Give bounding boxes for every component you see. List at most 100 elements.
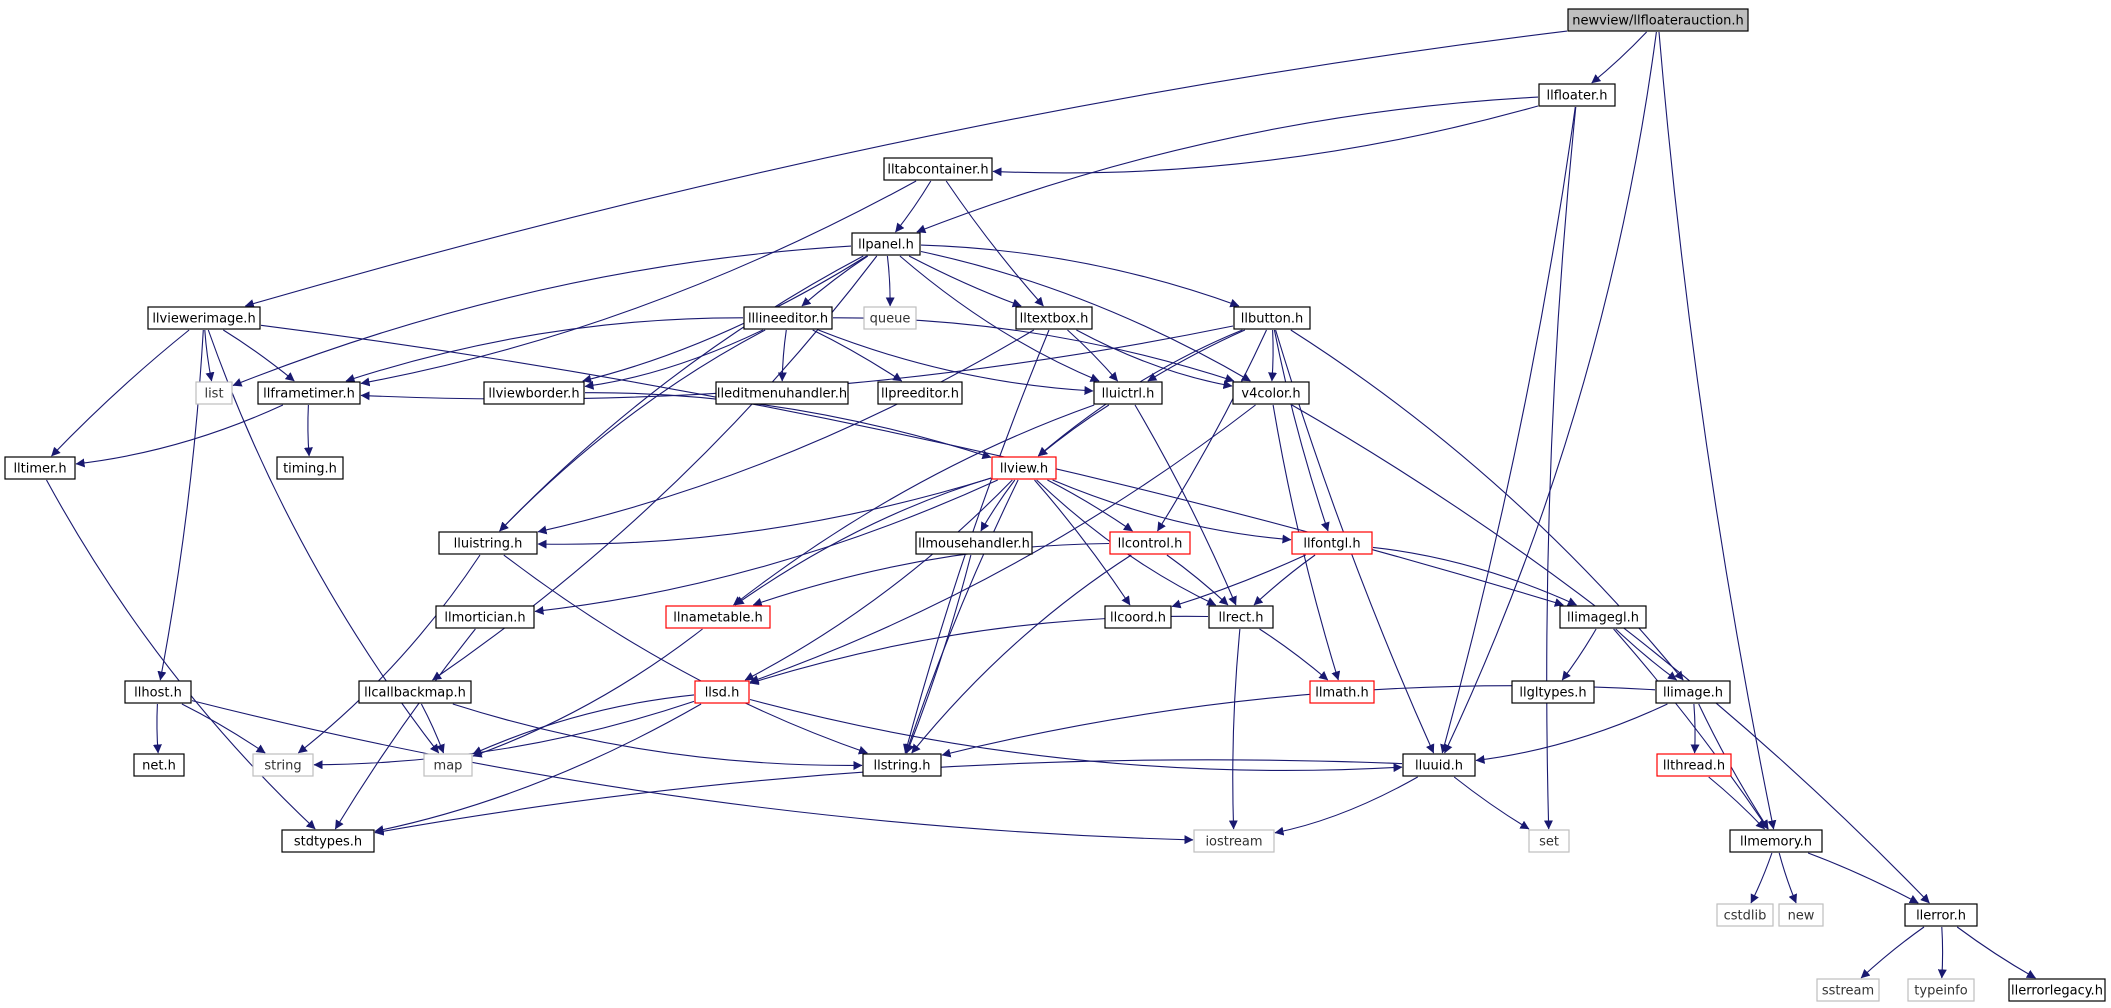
node-lluuid[interactable]: lluuid.h [1402,753,1476,777]
edge-llframetimer-to-timing [303,404,313,457]
node-llpanel[interactable]: llpanel.h [851,232,921,256]
node-llsd[interactable]: llsd.h [694,680,750,704]
edge-lllineeditor-to-llviewborder [584,329,764,390]
node-llhost[interactable]: llhost.h [124,680,192,704]
node-label: map [434,759,463,774]
node-set[interactable]: set [1528,829,1570,853]
node-llstring[interactable]: llstring.h [862,753,942,777]
node-llerrorlegacy[interactable]: llerrorlegacy.h [2008,978,2106,1002]
node-llmath[interactable]: llmath.h [1309,680,1375,704]
node-box [1567,8,1749,32]
node-llmortician[interactable]: llmortician.h [435,605,535,629]
node-box [281,829,375,853]
node-lluistring[interactable]: lluistring.h [438,531,538,555]
edge-v4color-to-llsd [749,404,1256,684]
node-llframetimer[interactable]: llframetimer.h [257,381,361,405]
node-label: v4color.h [1241,387,1300,402]
node-root[interactable]: newview/llfloaterauction.h [1567,8,1749,32]
node-label: queue [870,312,911,327]
node-llpreeditor[interactable]: llpreeditor.h [877,381,963,405]
node-llmousehandler[interactable]: llmousehandler.h [915,531,1033,555]
node-list[interactable]: list [195,381,233,405]
node-box [124,680,192,704]
node-llviewerimage[interactable]: llviewerimage.h [147,306,261,330]
node-llrect[interactable]: llrect.h [1208,605,1274,629]
node-llimage[interactable]: llimage.h [1655,680,1731,704]
node-llcontrol[interactable]: llcontrol.h [1109,531,1191,555]
edge-llmemory-to-new [1778,852,1797,904]
node-box [1232,381,1310,405]
edge-llview-to-llcoord [1034,479,1131,606]
node-label: string [264,759,301,774]
node-lluictrl[interactable]: lluictrl.h [1093,381,1163,405]
node-llview[interactable]: llview.h [991,456,1057,480]
edge-llview-to-llsd [744,479,1013,681]
node-box [483,381,585,405]
node-label: lltextbox.h [1020,312,1089,327]
edge-llfloater-to-set [1543,106,1577,830]
node-llfontgl[interactable]: llfontgl.h [1291,531,1373,555]
node-box [851,232,921,256]
edge-llviewerimage-to-list [204,329,215,382]
node-lltextbox[interactable]: lltextbox.h [1015,306,1093,330]
node-cstdlib[interactable]: cstdlib [1716,903,1774,927]
node-llfloater[interactable]: llfloater.h [1538,83,1616,107]
node-label: llviewborder.h [488,387,579,402]
edge-llfloater-to-lltabcontainer [992,105,1539,177]
node-box [1015,306,1093,330]
edge-llpanel-to-llbutton [920,244,1240,308]
node-v4color[interactable]: v4color.h [1232,381,1310,405]
node-box [1402,753,1476,777]
node-map[interactable]: map [423,753,473,777]
node-label: llmortician.h [444,611,525,626]
node-box [863,306,917,330]
node-box [1193,829,1275,853]
node-lltabcontainer[interactable]: lltabcontainer.h [883,157,993,181]
edge-lluictrl-to-llview [1038,404,1110,457]
node-box [147,306,261,330]
edge-root-to-llviewerimage [244,30,1568,308]
node-timing[interactable]: timing.h [276,456,344,480]
edge-root-to-llfloater [1591,31,1647,84]
node-label: cstdlib [1724,909,1767,924]
edge-llview-to-llcontrol [1047,479,1133,532]
node-typeinfo[interactable]: typeinfo [1907,978,1975,1002]
node-label: set [1539,835,1559,850]
edge-lllineeditor-to-lluistring [499,329,766,532]
node-llthread[interactable]: llthread.h [1656,753,1732,777]
node-lllineeditor[interactable]: lllineeditor.h [743,306,833,330]
edge-llsd-to-map [472,694,695,755]
node-net[interactable]: net.h [133,753,185,777]
node-llimagegl[interactable]: llimagegl.h [1559,605,1647,629]
node-llviewborder[interactable]: llviewborder.h [483,381,585,405]
node-box [877,381,963,405]
node-llmemory[interactable]: llmemory.h [1729,829,1823,853]
node-queue[interactable]: queue [863,306,917,330]
node-llnametable[interactable]: llnametable.h [665,605,771,629]
node-new[interactable]: new [1778,903,1824,927]
edge-llpanel-to-list [232,245,852,387]
node-box [862,753,942,777]
node-label: llthread.h [1663,759,1725,774]
node-label: lltimer.h [13,462,66,477]
node-sstream[interactable]: sstream [1816,978,1880,1002]
edge-llrect-to-llmath [1259,628,1329,681]
node-llcoord[interactable]: llcoord.h [1104,605,1172,629]
edge-lllineeditor-to-lleditmenuhandler [777,329,787,382]
node-stdtypes[interactable]: stdtypes.h [281,829,375,853]
edge-llpanel-to-lllineeditor [801,255,869,307]
edge-llbutton-to-llfontgl [1273,329,1330,532]
node-lleditmenuhandler[interactable]: lleditmenuhandler.h [715,381,849,405]
node-llcallbackmap[interactable]: llcallbackmap.h [358,680,472,704]
node-box [133,753,185,777]
node-label: newview/llfloaterauction.h [1572,14,1744,29]
node-llgltypes[interactable]: llgltypes.h [1511,680,1595,704]
edge-lltabcontainer-to-llpanel [895,180,932,233]
node-lltimer[interactable]: lltimer.h [4,456,76,480]
node-box [1778,903,1824,927]
node-llbutton[interactable]: llbutton.h [1233,306,1311,330]
node-llerror[interactable]: llerror.h [1904,903,1978,927]
node-iostream[interactable]: iostream [1193,829,1275,853]
node-string[interactable]: string [252,753,314,777]
